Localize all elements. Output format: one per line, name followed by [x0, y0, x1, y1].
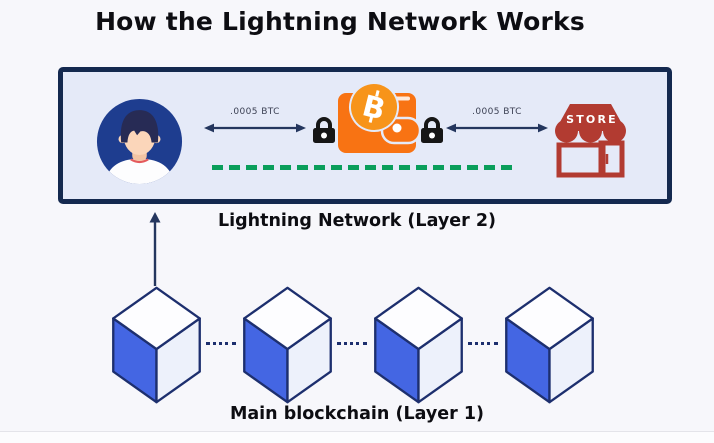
double-arrow-icon-left — [204, 123, 306, 133]
block-cube-icon — [243, 286, 332, 404]
block-cube-icon — [505, 286, 594, 404]
block-cube-icon — [374, 286, 463, 404]
channel-amount-left: .0005 BTC — [230, 107, 280, 117]
bitcoin-wallet-icon: B — [338, 82, 422, 153]
channel-amount-right: .0005 BTC — [472, 107, 522, 117]
up-arrow-icon — [149, 212, 161, 286]
bitcoin-coin-icon: B — [349, 82, 399, 132]
double-arrow-icon-right — [446, 123, 548, 133]
padlock-icon-right — [421, 117, 443, 143]
chain-link-dots — [206, 342, 236, 345]
bottom-strip — [0, 432, 714, 443]
store-icon: STORE — [555, 104, 626, 178]
store-sign-text: STORE — [566, 113, 618, 126]
bottom-divider — [0, 431, 714, 432]
page-title: How the Lightning Network Works — [95, 7, 585, 36]
payment-channel-dashes — [212, 165, 516, 170]
chain-link-dots — [337, 342, 367, 345]
layer2-label: Lightning Network (Layer 2) — [217, 211, 497, 231]
layer1-label: Main blockchain (Layer 1) — [229, 404, 485, 424]
chain-link-dots — [468, 342, 498, 345]
block-cube-icon — [112, 286, 201, 404]
person-avatar-icon — [96, 98, 183, 185]
padlock-icon-left — [313, 117, 335, 143]
